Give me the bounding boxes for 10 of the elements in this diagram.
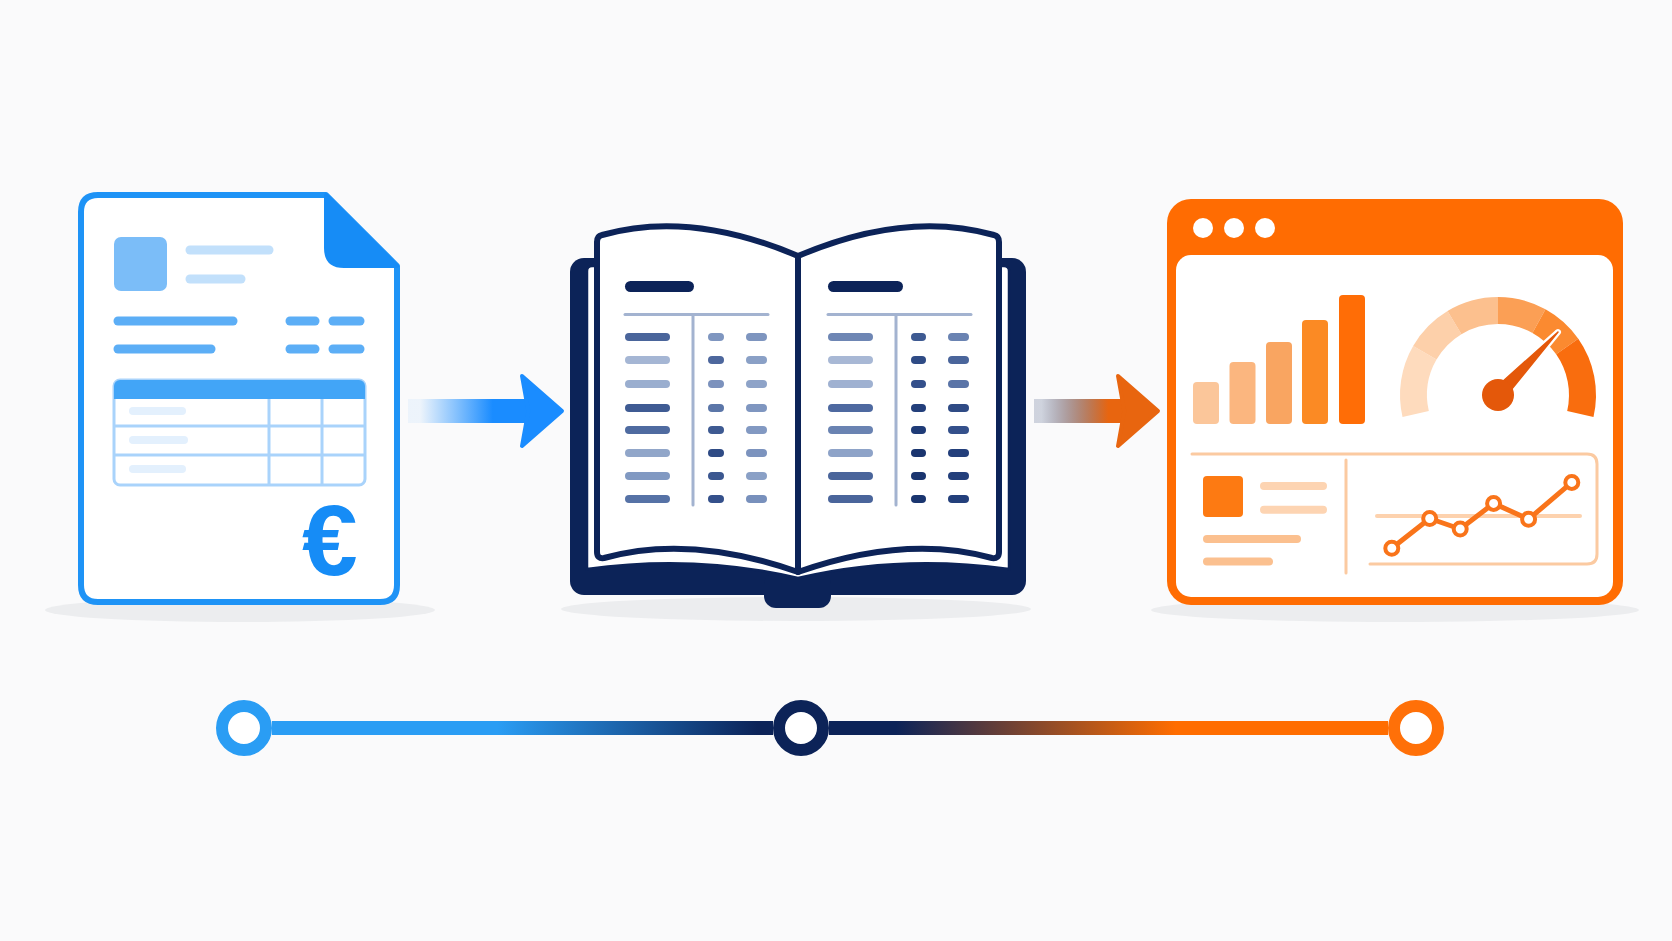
ring-icon (215, 699, 273, 757)
connector-line (272, 721, 773, 735)
ring-icon (1387, 699, 1445, 757)
arrow (408, 374, 564, 448)
euro-symbol: € (302, 490, 358, 590)
dashboard-window-illustration (1166, 198, 1624, 607)
arrow (1034, 374, 1160, 448)
open-book-illustration (570, 222, 1026, 610)
connector-line (829, 721, 1388, 735)
ring-icon (772, 699, 830, 757)
